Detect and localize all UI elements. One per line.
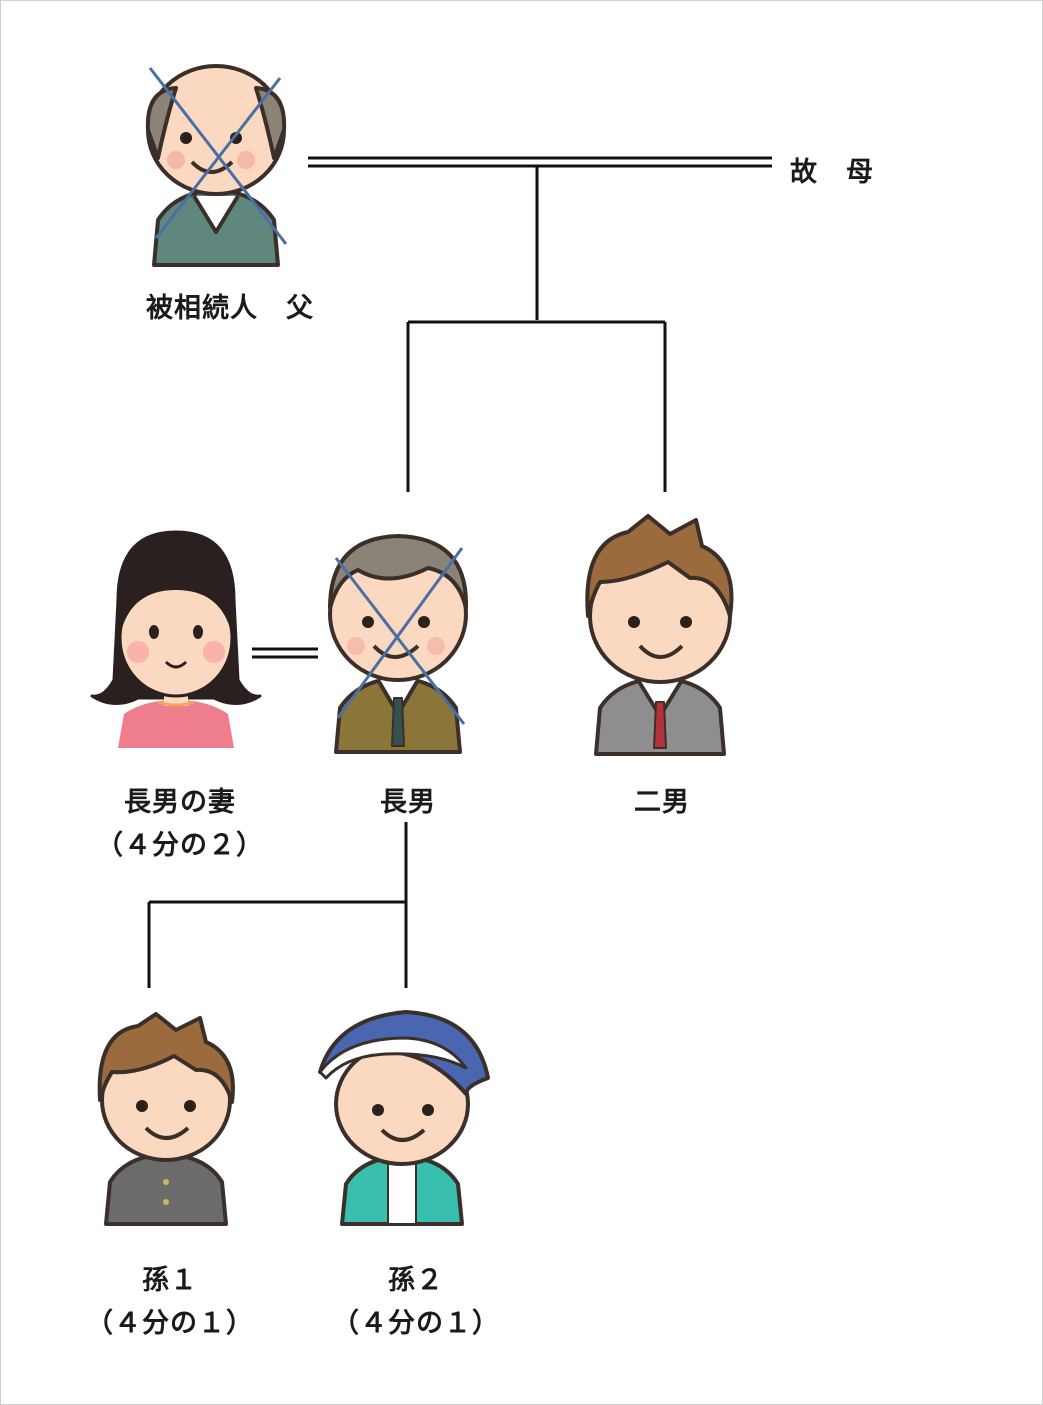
deceased-cross-eldest-son bbox=[334, 557, 466, 725]
mother-label: 故 母 bbox=[790, 157, 874, 188]
grandchild1-label: 孫１ （４分の１） bbox=[60, 1258, 280, 1340]
eldest-son-wife-label: 長男の妻 （４分の２） bbox=[70, 780, 290, 862]
father-illustration bbox=[145, 64, 288, 267]
wife-top bbox=[118, 700, 234, 748]
grandchild2-share: （４分の１） bbox=[332, 1308, 500, 1339]
father-label: 被相続人 父 bbox=[146, 293, 314, 324]
eldest-son-label: 長男 bbox=[380, 787, 436, 818]
grandchild1-share: （４分の１） bbox=[86, 1308, 254, 1339]
grandchild2-name: 孫２ bbox=[388, 1265, 444, 1296]
eldest-son-wife-illustration bbox=[90, 530, 262, 748]
eldest-son-illustration bbox=[328, 534, 469, 754]
eldest-son-wife-share: （４分の２） bbox=[96, 830, 264, 861]
grandchild1-name: 孫１ bbox=[142, 1265, 198, 1296]
second-son-illustration bbox=[585, 514, 734, 756]
father-head bbox=[146, 64, 286, 196]
second-son-label: 二男 bbox=[634, 787, 690, 818]
grandchild2-label: 孫２ （４分の１） bbox=[306, 1258, 526, 1340]
eldest-son-wife-name: 長男の妻 bbox=[124, 787, 236, 818]
grandchild1-gakuran bbox=[104, 1152, 228, 1226]
grandchild1-illustration bbox=[97, 1012, 235, 1226]
grandchild2-illustration bbox=[318, 1010, 490, 1226]
